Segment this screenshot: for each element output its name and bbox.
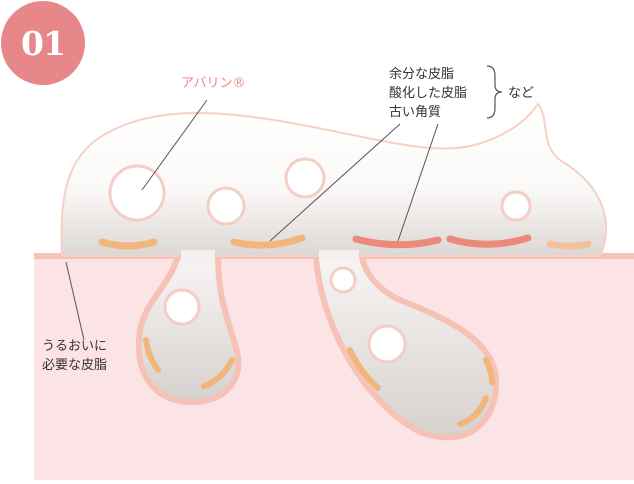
pore-sebum-dashes (143, 337, 495, 427)
needed-sebum-label-line1: うるおいに (42, 339, 108, 354)
bubble (163, 288, 201, 326)
step-number-badge: 01 (1, 1, 85, 85)
pore-left-opening (181, 250, 215, 262)
bubble (108, 164, 166, 222)
brace (486, 65, 503, 119)
avalin-label: アバリン® (181, 76, 246, 91)
surface-sebum (230, 234, 306, 249)
old-keratin-label: 古い角質 (389, 105, 442, 120)
old-keratin (546, 240, 592, 250)
needed-sebum-label-line2: 必要な皮脂 (42, 358, 108, 373)
oxidized-sebum (446, 234, 532, 248)
cleansing-foam (60, 102, 608, 257)
pore-right-opening (319, 250, 359, 262)
pore-left (135, 253, 242, 406)
excess-sebum-label: 余分な皮脂 (389, 67, 455, 82)
oxidized-sebum-label: 酸化した皮脂 (389, 86, 468, 101)
etc-label: など (508, 86, 535, 101)
oxidized-sebum (352, 235, 442, 249)
bubble (500, 190, 532, 222)
bubble (206, 186, 246, 226)
step-number: 01 (21, 23, 66, 63)
leader-lines (65, 99, 439, 341)
surface-sebum (98, 238, 158, 250)
bubble (284, 157, 326, 199)
bubble (367, 324, 407, 364)
bubble (329, 266, 357, 294)
